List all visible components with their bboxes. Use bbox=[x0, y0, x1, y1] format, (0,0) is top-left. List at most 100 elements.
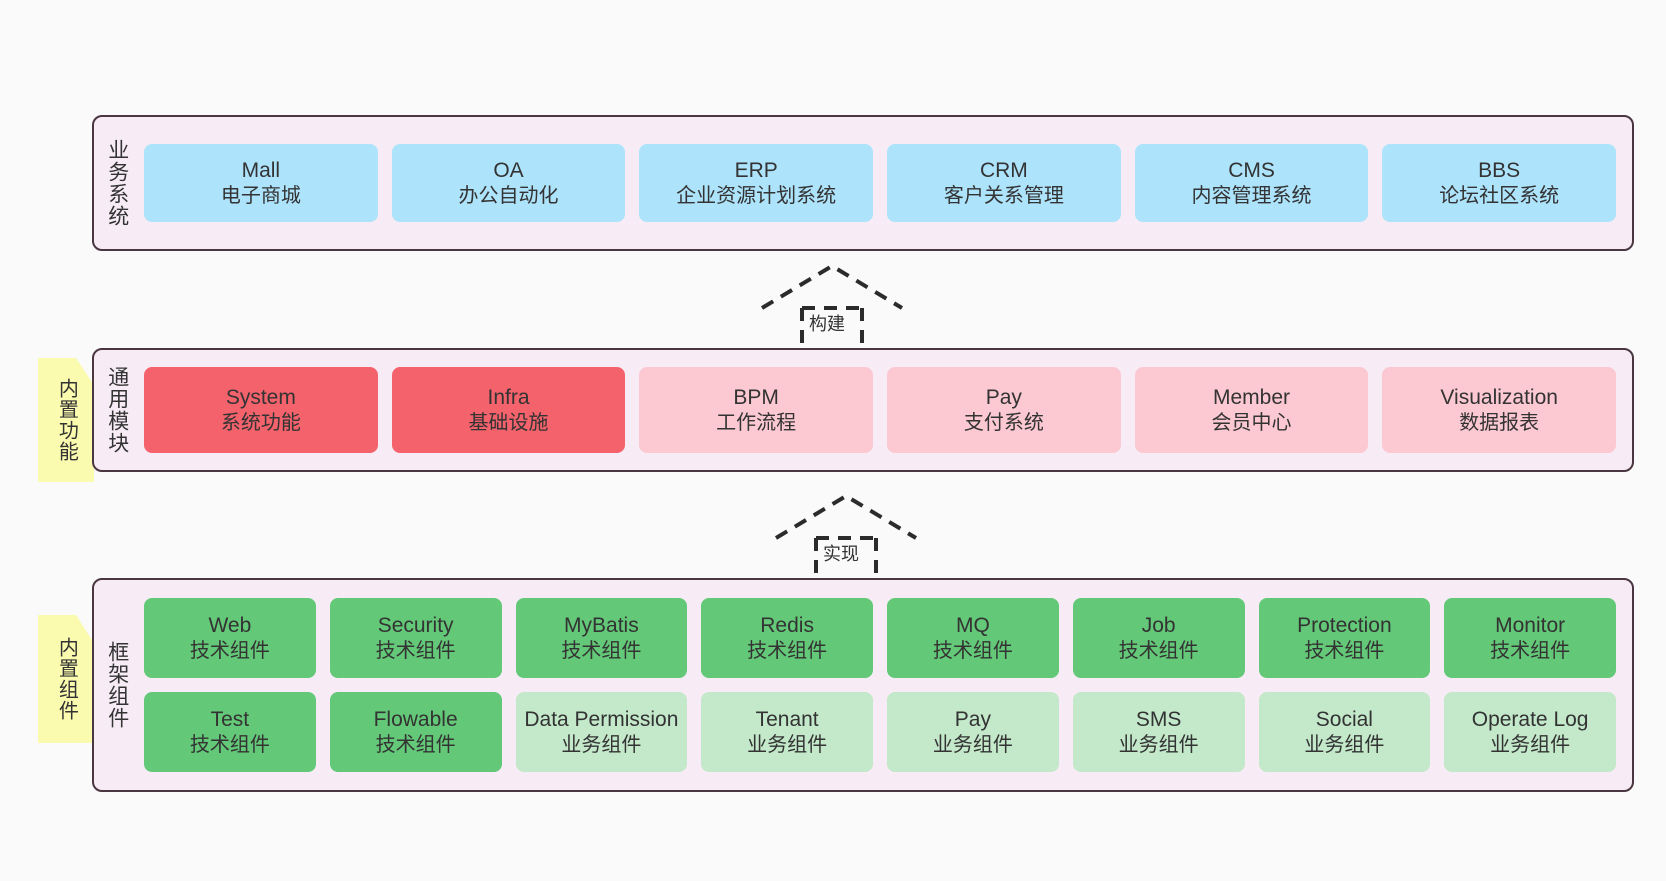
connector-implement-arrow-icon bbox=[774, 493, 918, 584]
node-job[interactable]: Job 技术组件 bbox=[1072, 598, 1245, 678]
node-flowable[interactable]: Flowable 技术组件 bbox=[329, 692, 502, 772]
node-label-cn: 会员中心 bbox=[1211, 411, 1292, 434]
node-label-en: Member bbox=[1213, 386, 1291, 409]
node-label-en: Flowable bbox=[373, 708, 458, 731]
node-infra[interactable]: Infra 基础设施 bbox=[391, 367, 626, 453]
node-label-cn: 技术组件 bbox=[561, 639, 642, 662]
node-label-en: CMS bbox=[1228, 159, 1275, 182]
node-crm[interactable]: CRM 客户关系管理 bbox=[887, 144, 1121, 222]
node-label-en: Infra bbox=[487, 386, 530, 409]
node-label-en: Pay bbox=[985, 386, 1022, 409]
node-label-en: Monitor bbox=[1495, 614, 1566, 637]
framework-node-row-technical: Web 技术组件 Security 技术组件 MyBatis 技术组件 Redi… bbox=[144, 598, 1616, 678]
node-label-en: Visualization bbox=[1440, 386, 1558, 409]
node-label-en: Web bbox=[208, 614, 252, 637]
node-label-cn: 系统功能 bbox=[220, 411, 301, 434]
node-label-en: Mall bbox=[241, 159, 281, 182]
node-label-cn: 技术组件 bbox=[189, 639, 270, 662]
node-label-cn: 技术组件 bbox=[1304, 639, 1385, 662]
connector-build: 构建 bbox=[752, 258, 912, 354]
node-visualization[interactable]: Visualization 数据报表 bbox=[1382, 367, 1617, 453]
node-bpm[interactable]: BPM 工作流程 bbox=[639, 367, 874, 453]
node-label-cn: 业务组件 bbox=[932, 733, 1013, 756]
node-label-cn: 技术组件 bbox=[1490, 639, 1571, 662]
node-label-cn: 技术组件 bbox=[375, 733, 456, 756]
node-label-cn: 业务组件 bbox=[1118, 733, 1199, 756]
node-cms[interactable]: CMS 内容管理系统 bbox=[1134, 144, 1369, 222]
framework-node-row-business: Test 技术组件 Flowable 技术组件 Data Permission … bbox=[144, 692, 1616, 772]
layer-body-business-system: Mall 电子商城 OA 办公自动化 ERP 企业资源计划系统 CRM 客户关系… bbox=[140, 117, 1632, 249]
node-mall[interactable]: Mall 电子商城 bbox=[144, 144, 378, 222]
node-sms[interactable]: SMS 业务组件 bbox=[1072, 692, 1245, 772]
node-label-en: Social bbox=[1315, 708, 1373, 731]
sticky-note-builtin-function: 内置功能 bbox=[38, 358, 94, 482]
node-label-cn: 企业资源计划系统 bbox=[676, 184, 837, 207]
node-test[interactable]: Test 技术组件 bbox=[144, 692, 316, 772]
node-label-en: MQ bbox=[955, 614, 990, 637]
layer-common-module: 通用模块 System 系统功能 Infra 基础设施 BPM 工作流程 Pay… bbox=[92, 348, 1634, 472]
layer-title-common-module: 通用模块 bbox=[105, 366, 129, 454]
node-label-en: Tenant bbox=[755, 708, 819, 731]
layer-title-framework-component: 框架组件 bbox=[105, 641, 129, 729]
node-web[interactable]: Web 技术组件 bbox=[144, 598, 316, 678]
node-label-en: ERP bbox=[734, 159, 778, 182]
connector-implement-label: 实现 bbox=[823, 544, 859, 564]
node-pay[interactable]: Pay 支付系统 bbox=[887, 367, 1121, 453]
node-label-en: Pay bbox=[954, 708, 991, 731]
node-label-cn: 数据报表 bbox=[1459, 411, 1540, 434]
node-mq[interactable]: MQ 技术组件 bbox=[887, 598, 1059, 678]
node-bbs[interactable]: BBS 论坛社区系统 bbox=[1382, 144, 1617, 222]
node-label-cn: 工作流程 bbox=[716, 411, 797, 434]
node-label-en: Test bbox=[210, 708, 250, 731]
node-social[interactable]: Social 业务组件 bbox=[1258, 692, 1431, 772]
node-pay-business[interactable]: Pay 业务组件 bbox=[887, 692, 1059, 772]
node-label-cn: 内容管理系统 bbox=[1191, 184, 1312, 207]
node-label-en: Redis bbox=[760, 614, 814, 637]
node-label-en: Data Permission bbox=[524, 708, 679, 731]
layer-business-system: 业务系统 Mall 电子商城 OA 办公自动化 ERP 企业资源计划系统 CRM… bbox=[92, 115, 1634, 251]
node-label-en: Protection bbox=[1297, 614, 1392, 637]
node-label-cn: 业务组件 bbox=[1490, 733, 1571, 756]
layer-title-business-system: 业务系统 bbox=[105, 139, 129, 227]
node-label-en: Operate Log bbox=[1471, 708, 1589, 731]
node-label-en: OA bbox=[493, 159, 524, 182]
node-label-en: BPM bbox=[733, 386, 779, 409]
connector-implement: 实现 bbox=[766, 488, 926, 584]
node-operate-log[interactable]: Operate Log 业务组件 bbox=[1444, 692, 1616, 772]
node-label-en: Security bbox=[377, 614, 454, 637]
node-protection[interactable]: Protection 技术组件 bbox=[1258, 598, 1431, 678]
node-label-en: BBS bbox=[1478, 159, 1521, 182]
node-member[interactable]: Member 会员中心 bbox=[1134, 367, 1369, 453]
node-data-permission[interactable]: Data Permission 业务组件 bbox=[515, 692, 688, 772]
node-label-cn: 技术组件 bbox=[747, 639, 828, 662]
node-monitor[interactable]: Monitor 技术组件 bbox=[1444, 598, 1616, 678]
sticky-note-label: 内置功能 bbox=[55, 378, 78, 462]
node-label-cn: 客户关系管理 bbox=[943, 184, 1064, 207]
node-oa[interactable]: OA 办公自动化 bbox=[391, 144, 626, 222]
layer-body-framework-component: Web 技术组件 Security 技术组件 MyBatis 技术组件 Redi… bbox=[140, 580, 1632, 790]
node-system[interactable]: System 系统功能 bbox=[144, 367, 378, 453]
layer-framework-component: 框架组件 Web 技术组件 Security 技术组件 MyBatis 技术组件… bbox=[92, 578, 1634, 792]
node-mybatis[interactable]: MyBatis 技术组件 bbox=[515, 598, 688, 678]
node-label-cn: 基础设施 bbox=[468, 411, 549, 434]
node-label-cn: 业务组件 bbox=[747, 733, 828, 756]
node-label-cn: 论坛社区系统 bbox=[1439, 184, 1560, 207]
node-label-cn: 技术组件 bbox=[932, 639, 1013, 662]
node-label-cn: 支付系统 bbox=[963, 411, 1044, 434]
node-label-en: SMS bbox=[1135, 708, 1182, 731]
node-redis[interactable]: Redis 技术组件 bbox=[701, 598, 873, 678]
node-label-cn: 技术组件 bbox=[375, 639, 456, 662]
node-label-en: CRM bbox=[979, 159, 1028, 182]
node-tenant[interactable]: Tenant 业务组件 bbox=[701, 692, 873, 772]
node-erp[interactable]: ERP 企业资源计划系统 bbox=[639, 144, 874, 222]
node-label-en: System bbox=[225, 386, 296, 409]
node-label-cn: 电子商城 bbox=[220, 184, 301, 207]
sticky-note-builtin-component: 内置组件 bbox=[38, 615, 94, 743]
connector-build-arrow-icon bbox=[760, 263, 904, 354]
node-label-en: MyBatis bbox=[564, 614, 639, 637]
business-node-row: Mall 电子商城 OA 办公自动化 ERP 企业资源计划系统 CRM 客户关系… bbox=[144, 144, 1617, 222]
node-security[interactable]: Security 技术组件 bbox=[329, 598, 502, 678]
node-label-cn: 业务组件 bbox=[1304, 733, 1385, 756]
node-label-cn: 业务组件 bbox=[561, 733, 642, 756]
